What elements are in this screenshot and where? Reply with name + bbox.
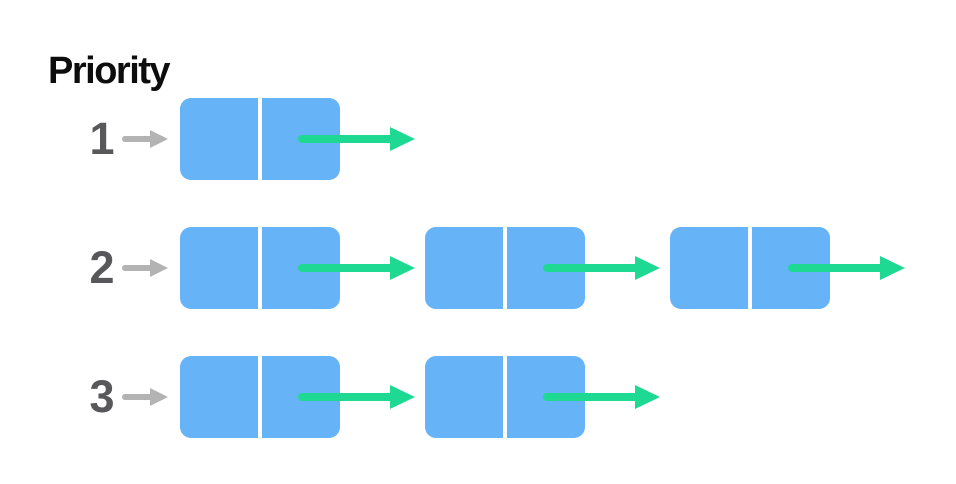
arrow-shaft	[298, 264, 394, 272]
node-data-cell	[180, 98, 258, 180]
arrow-shaft	[122, 136, 154, 142]
node-cell-divider	[748, 227, 752, 309]
arrow-head	[150, 259, 168, 277]
next-pointer-arrow	[298, 98, 415, 180]
node-cell-divider	[503, 227, 507, 309]
arrow-head	[150, 130, 168, 148]
priority-label: 3	[89, 371, 115, 422]
arrow-head	[390, 256, 415, 280]
node-data-cell	[670, 227, 748, 309]
arrow-shaft	[543, 264, 639, 272]
node-cell-divider	[258, 98, 262, 180]
next-pointer-arrow	[298, 356, 415, 438]
next-pointer-arrow	[298, 227, 415, 309]
arrow-head	[390, 127, 415, 151]
arrow-shaft	[543, 393, 639, 401]
arrow-shaft	[788, 264, 884, 272]
priority-label: 2	[89, 242, 115, 293]
arrow-shaft	[122, 394, 154, 400]
arrow-head	[635, 256, 660, 280]
arrow-shaft	[298, 135, 394, 143]
node-data-cell	[180, 227, 258, 309]
priority-row-3: 3	[0, 356, 956, 438]
next-pointer-arrow	[543, 356, 660, 438]
diagram-title: Priority	[48, 50, 171, 92]
priority-pointer-arrow	[122, 227, 168, 309]
priority-row-1: 1	[0, 98, 956, 180]
node-data-cell	[425, 356, 503, 438]
arrow-shaft	[122, 265, 154, 271]
next-pointer-arrow	[543, 227, 660, 309]
arrow-head	[390, 385, 415, 409]
node-cell-divider	[258, 227, 262, 309]
node-cell-divider	[503, 356, 507, 438]
next-pointer-arrow	[788, 227, 905, 309]
node-cell-divider	[258, 356, 262, 438]
list-node	[425, 227, 585, 309]
arrow-head	[150, 388, 168, 406]
node-data-cell	[425, 227, 503, 309]
arrow-shaft	[298, 393, 394, 401]
node-data-cell	[180, 356, 258, 438]
priority-pointer-arrow	[122, 356, 168, 438]
priority-pointer-arrow	[122, 98, 168, 180]
priority-label: 1	[89, 113, 115, 164]
arrow-head	[880, 256, 905, 280]
priority-row-2: 2	[0, 227, 956, 309]
arrow-head	[635, 385, 660, 409]
